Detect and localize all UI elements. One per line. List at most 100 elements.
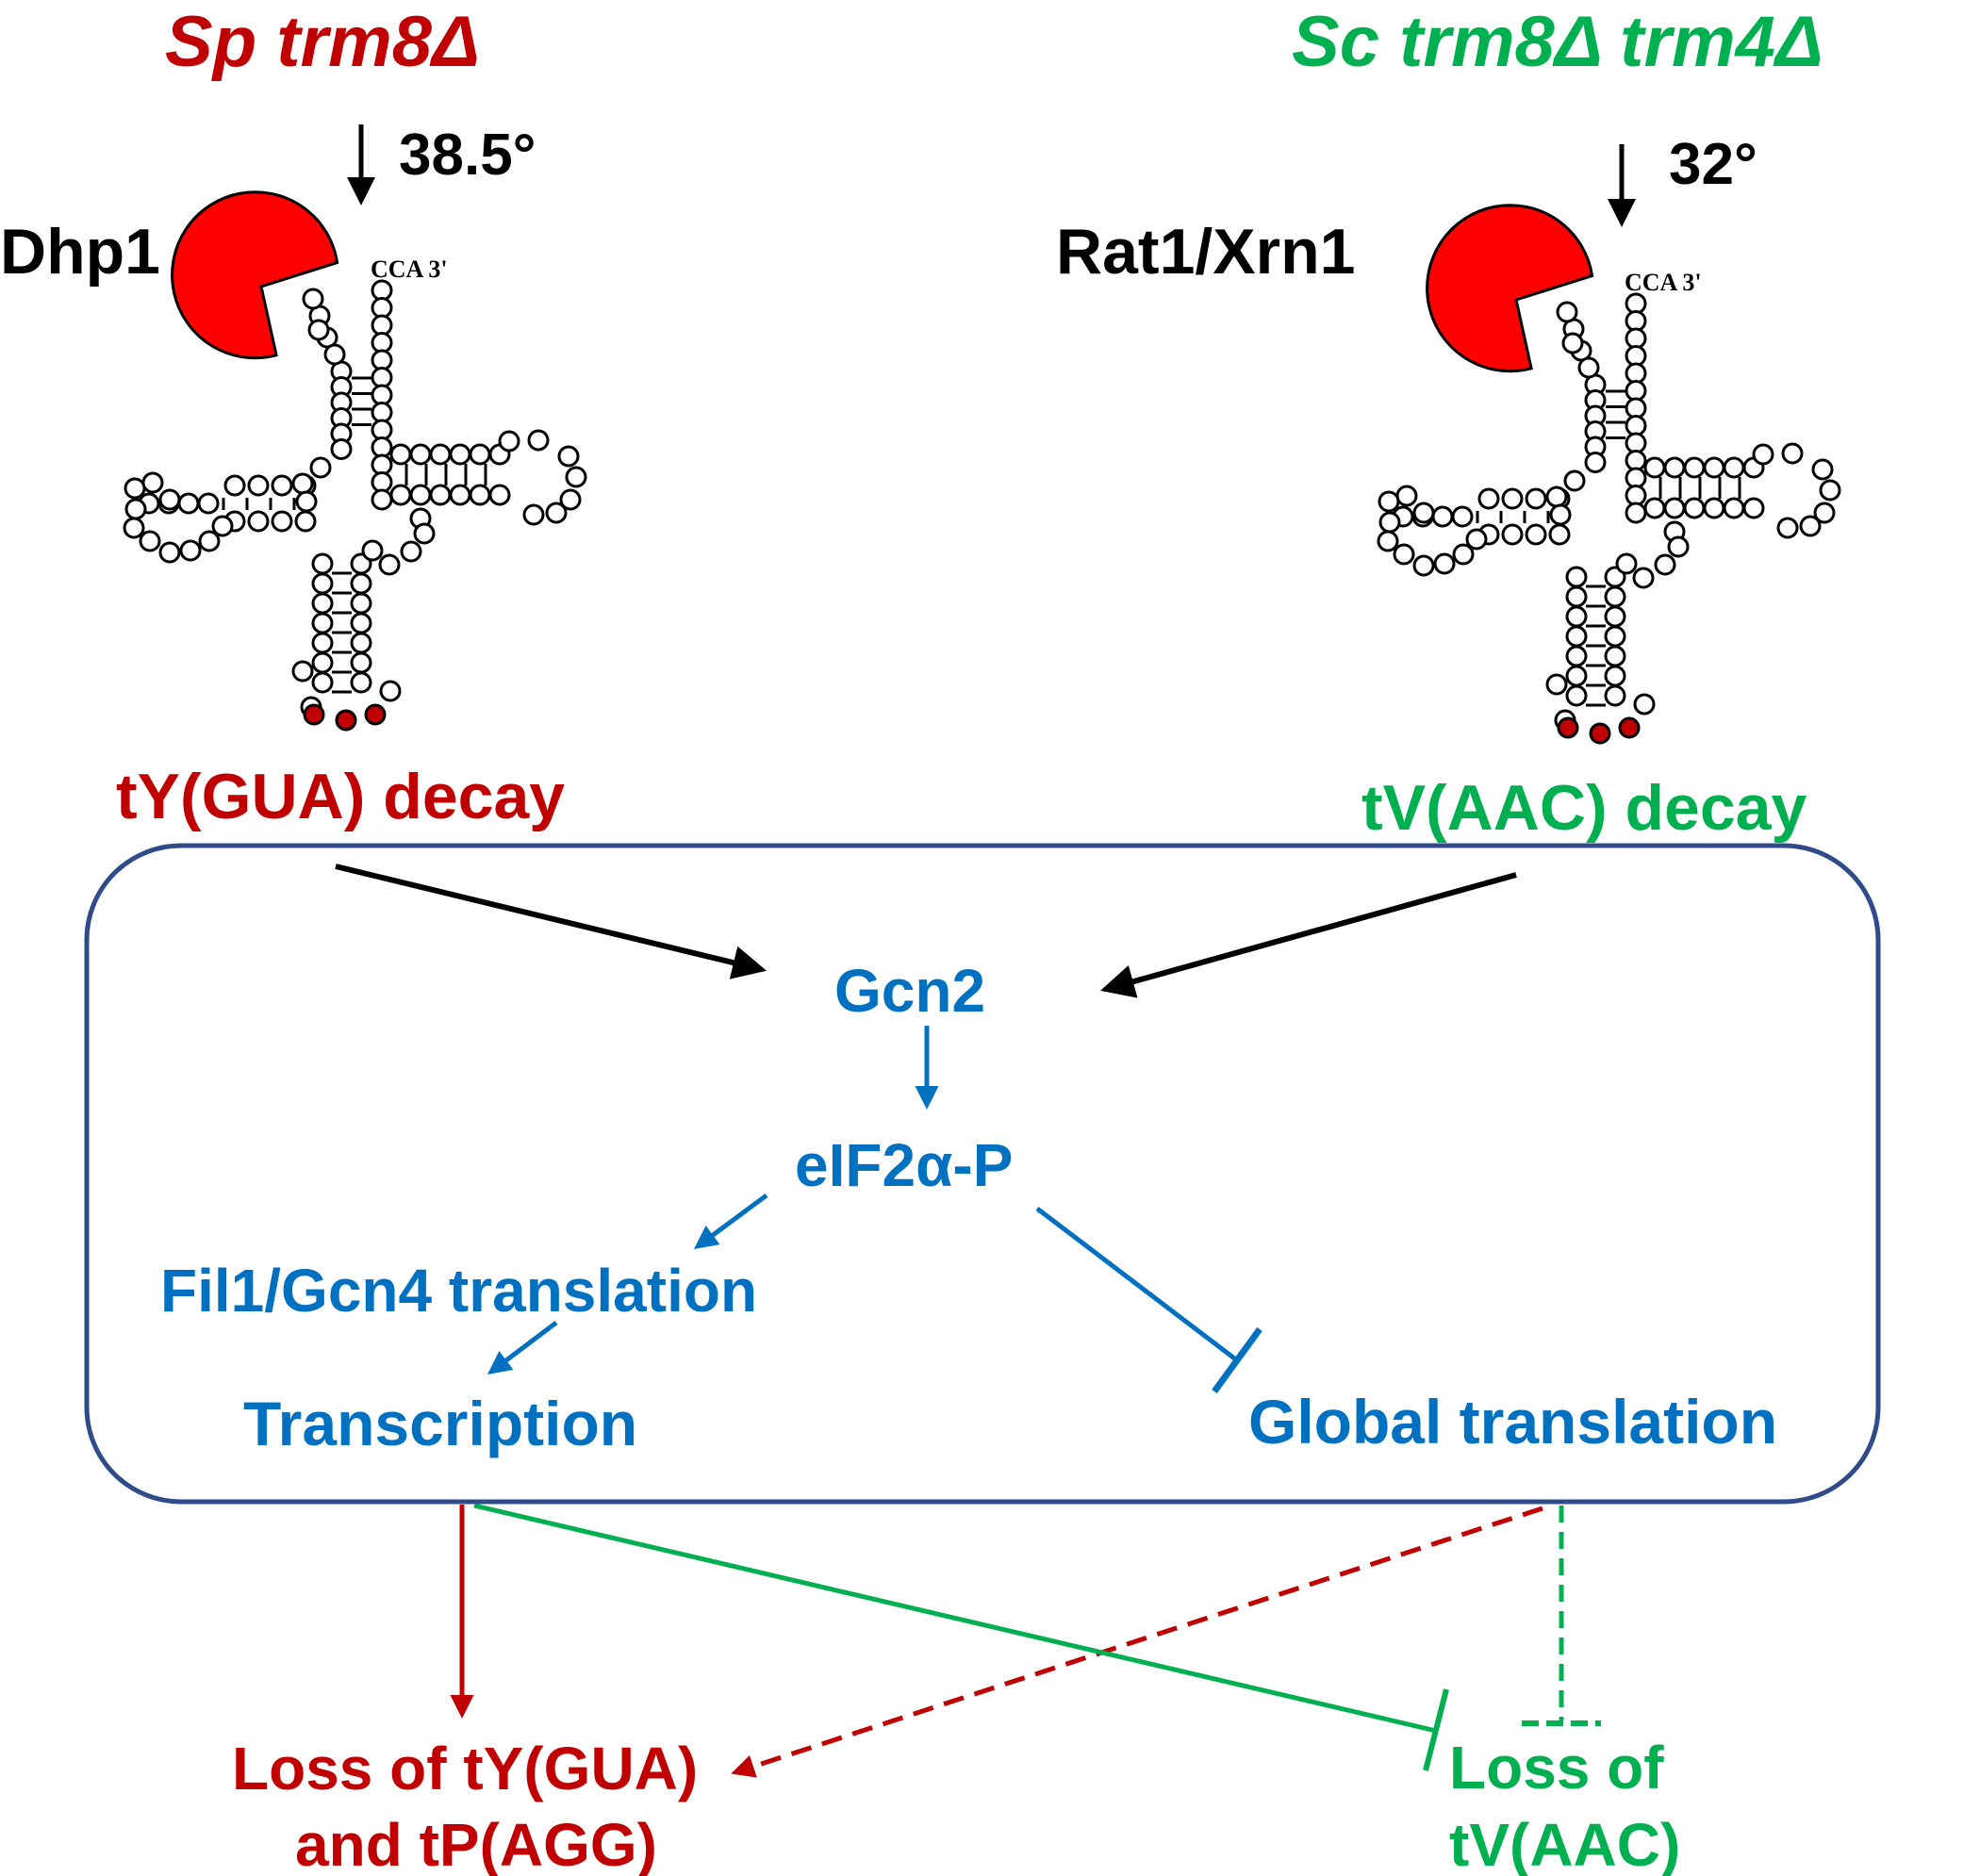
nucleotide xyxy=(291,472,314,495)
left-decay-to-gcn2-arrow xyxy=(335,864,767,979)
nucleotide xyxy=(223,474,246,497)
nucleotide xyxy=(350,592,372,615)
transcription-label: Transcription xyxy=(243,1389,637,1458)
left-nuclease-label: Dhp1 xyxy=(0,216,160,288)
nucleotide xyxy=(1752,443,1774,466)
left-cca-label: CCA 3' xyxy=(371,255,448,283)
right-nuclease-icon xyxy=(1426,204,1594,373)
left-loss-line2: and tP(AGG) xyxy=(295,1811,657,1876)
nucleotide xyxy=(1548,523,1571,546)
nucleotide xyxy=(1452,543,1475,566)
anticodon-nucleotide xyxy=(364,703,387,726)
nucleotide xyxy=(271,510,293,533)
nucleotide xyxy=(498,430,520,453)
right-loss-line1: Loss of xyxy=(1449,1734,1664,1802)
nucleotide xyxy=(350,671,372,694)
nucleotide xyxy=(247,474,270,497)
right-nuclease-label: Rat1/Xrn1 xyxy=(1056,216,1355,288)
nucleotide xyxy=(1395,485,1418,507)
anticodon-nucleotide xyxy=(1618,716,1641,739)
nucleotide xyxy=(141,471,164,494)
nucleotide xyxy=(1545,673,1568,696)
fil1-gcn4-translation-label: Fil1/Gcn4 translation xyxy=(160,1257,757,1325)
nucleotide xyxy=(247,510,270,533)
nucleotide xyxy=(1378,511,1401,534)
nucleotide xyxy=(1477,487,1500,510)
global-translation-inhibition-bar xyxy=(1212,1326,1262,1394)
nucleotide xyxy=(1501,487,1524,510)
nucleotide xyxy=(330,438,353,460)
nucleotide xyxy=(1604,605,1626,628)
nucleotide xyxy=(1431,505,1454,528)
gcn2-label: Gcn2 xyxy=(834,957,985,1025)
nucleotide xyxy=(527,429,550,452)
nucleotide xyxy=(379,680,402,702)
nucleotide xyxy=(559,488,582,511)
nucleotide xyxy=(350,632,372,654)
nucleotide xyxy=(311,651,334,674)
nucleotide xyxy=(1565,625,1588,648)
anticodon-nucleotide xyxy=(1589,722,1611,745)
nucleotide xyxy=(1378,490,1400,513)
nucleotide xyxy=(1703,497,1725,519)
nucleotide xyxy=(1451,505,1474,528)
nucleotide xyxy=(1615,552,1638,575)
eif2a-p-label: eIF2α-P xyxy=(795,1131,1013,1199)
global-translation-to-left-loss-dashed-arrow xyxy=(731,1506,1543,1778)
nucleotide xyxy=(469,484,491,506)
left-loss-line1: Loss of tY(GUA) xyxy=(232,1735,698,1802)
nucleotide xyxy=(1703,456,1725,479)
right-loss-line2: tV(AAC) xyxy=(1449,1811,1680,1876)
nucleotide xyxy=(1604,625,1626,648)
left-strain-title: Sp trm8Δ xyxy=(165,2,480,82)
nucleotide xyxy=(389,443,412,466)
nucleotide xyxy=(1556,301,1578,323)
nucleotide xyxy=(1625,502,1647,524)
nucleotide xyxy=(1643,456,1666,479)
nucleotide xyxy=(400,540,422,563)
nucleotide xyxy=(1633,693,1656,716)
nucleotide xyxy=(409,443,432,466)
nucleotide xyxy=(1377,530,1399,552)
nucleotide xyxy=(311,632,334,654)
nucleotide xyxy=(1561,332,1584,354)
nucleotide xyxy=(522,503,545,526)
nucleotide xyxy=(1525,523,1547,546)
right-trna-cloverleaf xyxy=(1377,292,1841,745)
nucleotide xyxy=(1604,585,1626,608)
nucleotide xyxy=(413,522,436,545)
eif2a-inhibits-global-translation-line xyxy=(1035,1207,1239,1362)
right-strain-title: Sc trm8Δ trm4Δ xyxy=(1292,2,1823,82)
nucleotide xyxy=(1412,554,1435,577)
nucleotide xyxy=(139,530,161,552)
nucleotide xyxy=(545,502,568,524)
nucleotide xyxy=(307,319,330,341)
nucleotide xyxy=(123,517,145,539)
nucleotide xyxy=(1683,456,1706,479)
nucleotide xyxy=(1643,497,1666,519)
nucleotide xyxy=(124,498,147,520)
nucleotide xyxy=(557,445,580,468)
nucleotide xyxy=(1663,456,1686,479)
nucleotide xyxy=(1584,452,1607,473)
anticodon-nucleotide xyxy=(303,703,325,726)
anticodon-nucleotide xyxy=(335,709,357,732)
nucleotide xyxy=(1549,503,1572,526)
anticodon-nucleotide xyxy=(1557,716,1579,739)
left-decay-label: tY(GUA) decay xyxy=(116,761,565,832)
nucleotide xyxy=(323,343,346,366)
nucleotide xyxy=(198,530,221,552)
nucleotide xyxy=(211,515,234,537)
right-decay-to-gcn2-arrow xyxy=(1100,872,1517,998)
nucleotide xyxy=(294,510,317,533)
nucleotide xyxy=(197,492,220,515)
nucleotide xyxy=(1604,665,1626,687)
nucleotide xyxy=(1604,645,1626,667)
nucleotide xyxy=(1393,543,1415,566)
nucleotide xyxy=(1811,458,1834,481)
nucleotide xyxy=(291,660,314,683)
nucleotide xyxy=(124,477,146,500)
nucleotide xyxy=(1776,517,1799,539)
pathway-box xyxy=(84,843,1881,1505)
nucleotide xyxy=(1632,567,1655,589)
